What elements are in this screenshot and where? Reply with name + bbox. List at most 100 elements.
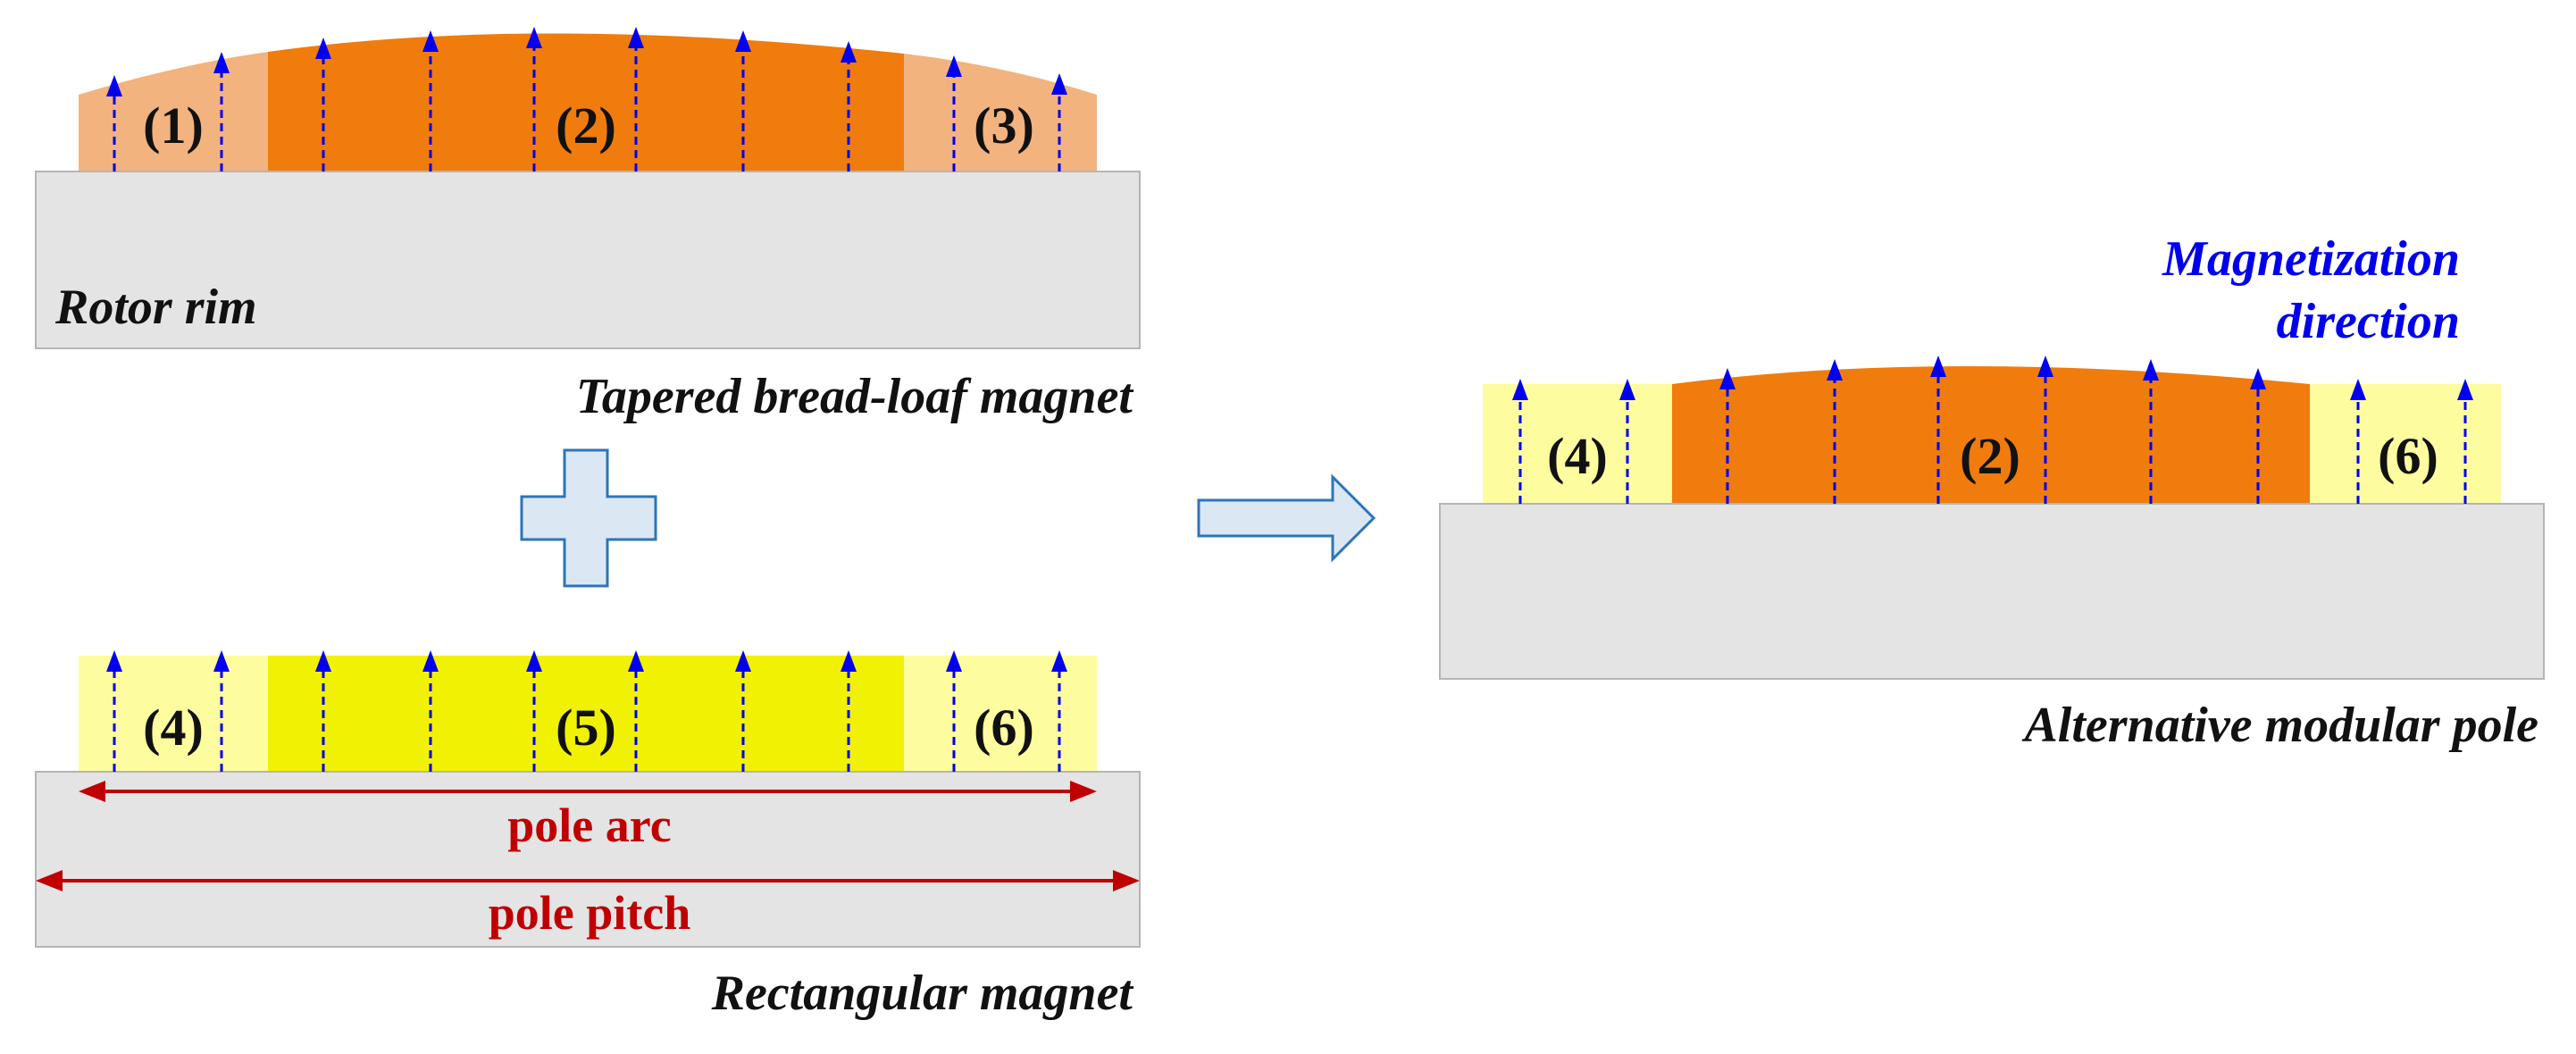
right-arrow-icon: [1197, 473, 1376, 563]
modular-pole-assembly: [1439, 366, 2545, 680]
magnetization-arrow: [1827, 359, 1843, 504]
pole-pitch-dimension: [36, 870, 1140, 891]
tapered-magnet-assembly: [35, 33, 1141, 349]
plus-icon: [520, 448, 657, 588]
magnetization-arrow: [2250, 368, 2266, 504]
up-arrow-icon: [526, 650, 542, 672]
rotor-rim-label: Rotor rim: [54, 280, 257, 335]
rect-label-5: (5): [556, 698, 616, 757]
magnetization-arrow: [946, 650, 962, 772]
pole-pitch-left-head: [36, 870, 63, 891]
rect-segment-5: [268, 656, 904, 772]
tapered-caption: Tapered bread-loaf magnet: [576, 369, 1134, 424]
pole-arc-right-head: [1070, 781, 1097, 802]
up-arrow-icon: [2350, 379, 2366, 400]
magnetization-arrow: [315, 38, 331, 171]
magnetization-arrow: [526, 650, 542, 772]
up-arrow-icon: [1619, 379, 1635, 400]
up-arrow-icon: [841, 650, 857, 672]
rect-label-6: (6): [974, 698, 1034, 757]
rectangular-caption: Rectangular magnet: [711, 966, 1134, 1021]
magnetization-arrow: [2457, 379, 2473, 504]
up-arrow-icon: [2143, 359, 2159, 381]
up-arrow-icon: [1930, 356, 1946, 377]
pole-arc-label: pole arc: [507, 799, 671, 852]
magnetization-label-line2: direction: [2277, 294, 2460, 349]
up-arrow-icon: [2037, 356, 2053, 377]
up-arrow-icon: [735, 650, 751, 672]
magnetization-arrow: [628, 27, 644, 171]
tapered-segment-2: [268, 33, 904, 171]
magnetization-arrow: [1512, 379, 1528, 504]
tapered-label-2: (2): [556, 96, 616, 155]
modular-label-4: (4): [1547, 427, 1608, 485]
modular-segment-6: [2310, 384, 2501, 504]
modular-label-2: (2): [1960, 427, 2020, 485]
up-arrow-icon: [946, 55, 962, 77]
pole-pitch-right-head: [1113, 870, 1140, 891]
up-arrow-icon: [628, 27, 644, 48]
magnetization-arrow: [213, 650, 230, 772]
up-arrow-icon: [213, 52, 230, 73]
magnetization-arrow: [2350, 379, 2366, 504]
magnetization-label-line1: Magnetization: [2162, 231, 2460, 287]
magnetization-arrow: [735, 30, 751, 171]
up-arrow-icon: [315, 38, 331, 59]
magnetization-arrow: [841, 41, 857, 171]
up-arrow-icon: [2457, 379, 2473, 400]
magnetization-arrow: [106, 650, 122, 772]
rotor-rim-rect: [35, 771, 1141, 948]
up-arrow-icon: [2250, 368, 2266, 389]
up-arrow-icon: [1051, 73, 1067, 95]
rect-segment-6: [904, 656, 1097, 772]
up-arrow-icon: [1827, 359, 1843, 381]
magnetization-arrows: [106, 27, 2473, 772]
up-arrow-icon: [1051, 650, 1067, 672]
tapered-segment-3: [904, 54, 1097, 171]
magnetization-arrow: [1051, 650, 1067, 772]
up-arrow-icon: [841, 41, 857, 63]
up-arrow-icon: [422, 30, 439, 52]
up-arrow-icon: [106, 75, 122, 96]
up-arrow-icon: [735, 30, 751, 52]
magnetization-arrow: [106, 75, 122, 171]
tapered-label-1: (1): [143, 96, 204, 155]
up-arrow-icon: [628, 650, 644, 672]
rect-segment-4: [79, 656, 268, 772]
pole-arc-dimension: [79, 781, 1097, 802]
modular-segment-4: [1483, 384, 1672, 504]
magnetization-arrow: [841, 650, 857, 772]
up-arrow-icon: [213, 650, 230, 672]
magnetization-arrow: [1930, 356, 1946, 504]
magnetization-arrow: [213, 52, 230, 171]
magnetization-arrow: [2143, 359, 2159, 504]
up-arrow-icon: [106, 650, 122, 672]
up-arrow-icon: [1719, 368, 1735, 389]
pole-pitch-label: pole pitch: [489, 886, 691, 940]
up-arrow-icon: [946, 650, 962, 672]
magnetization-arrow: [628, 650, 644, 772]
magnetization-arrow: [735, 650, 751, 772]
magnetization-arrow: [1719, 368, 1735, 504]
magnetization-arrow: [315, 650, 331, 772]
magnetization-arrow: [526, 27, 542, 171]
up-arrow-icon: [422, 650, 439, 672]
modular-label-6: (6): [2378, 427, 2438, 485]
magnetization-arrow: [1051, 73, 1067, 171]
pole-arc-left-head: [79, 781, 105, 802]
magnetization-arrow: [422, 650, 439, 772]
rotor-rim-modular: [1439, 503, 2545, 680]
modular-caption: Alternative modular pole: [2021, 698, 2538, 753]
up-arrow-icon: [315, 650, 331, 672]
magnetization-arrow: [946, 55, 962, 171]
rotor-rim: [35, 171, 1141, 349]
up-arrow-icon: [526, 27, 542, 48]
rect-label-4: (4): [143, 698, 204, 757]
magnetization-arrow: [2037, 356, 2053, 504]
tapered-label-3: (3): [974, 96, 1034, 155]
magnetization-arrow: [422, 30, 439, 171]
rectangular-magnet-assembly: [35, 656, 1141, 948]
up-arrow-icon: [1512, 379, 1528, 400]
magnetization-arrow: [1619, 379, 1635, 504]
